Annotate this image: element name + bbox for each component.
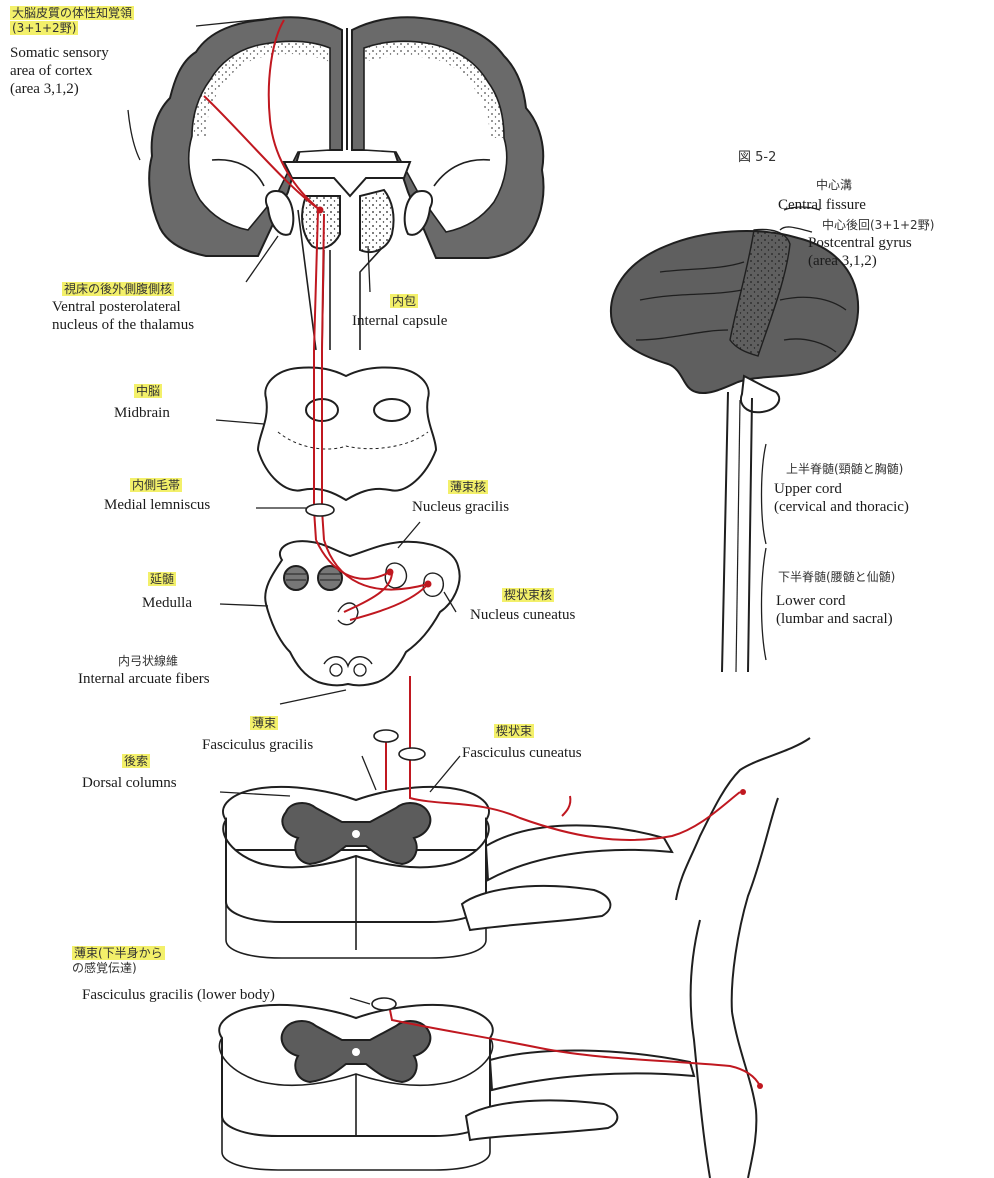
ngracilis-jp-label: 薄束核 — [448, 480, 488, 495]
vpl-jp-label: 視床の後外側腹側核 — [62, 282, 174, 297]
cerebrum-section — [149, 17, 543, 350]
spinal-section-upper — [223, 787, 672, 958]
medulla-jp-label: 延髄 — [148, 572, 176, 587]
midbrain-jp-text: 中脳 — [134, 384, 162, 398]
upper-jp-label: 上半脊髄(頸髄と胸髄) — [786, 462, 903, 477]
dorsal-jp-label: 後索 — [122, 754, 150, 769]
fissure-jp-label: 中心溝 — [816, 178, 852, 193]
vpl-en-line1: Ventral posterolateral — [52, 298, 194, 316]
lowercord-en-line1: Lower cord — [776, 592, 893, 610]
fgracilis-jp-label: 薄束 — [250, 716, 278, 731]
vpl-en-line2: nucleus of the thalamus — [52, 316, 194, 334]
spinal-section-lower — [219, 1005, 694, 1170]
upper-en-line1: Upper cord — [774, 480, 909, 498]
cortex-en-line2: area of cortex — [10, 62, 109, 80]
cortex-jp-label: 大脳皮質の体性知覚領 (3+1+2野) — [10, 6, 134, 36]
thalamus-right — [360, 190, 394, 252]
midbrain-en-label: Midbrain — [114, 404, 170, 422]
fcuneatus-jp-label: 楔状束 — [494, 724, 534, 739]
medulla-en-label: Medulla — [142, 594, 192, 612]
midbrain-section — [258, 367, 436, 500]
fgracilis-en-label: Fasciculus gracilis — [202, 736, 313, 754]
ngracilis-en-label: Nucleus gracilis — [412, 498, 509, 516]
dorsal-jp-text: 後索 — [122, 754, 150, 768]
upper-en-line2: (cervical and thoracic) — [774, 498, 909, 516]
cortex-en-line3: (area 3,1,2) — [10, 80, 109, 98]
thalamus-left — [302, 196, 340, 248]
midbrain-jp-label: 中脳 — [134, 384, 162, 399]
dorsal-en-label: Dorsal columns — [82, 774, 177, 792]
vpl-en-label: Ventral posterolateral nucleus of the th… — [52, 298, 194, 334]
lemniscus-jp-text: 内側毛帯 — [130, 478, 182, 492]
cortex-jp-line2: (3+1+2野) — [10, 21, 78, 35]
ncuneatus-jp-label: 楔状束核 — [502, 588, 554, 603]
medulla-section — [265, 541, 459, 685]
fcuneatus-jp-text: 楔状束 — [494, 724, 534, 738]
figure-number: 図 5-2 — [738, 150, 776, 165]
arcuate-en-label: Internal arcuate fibers — [78, 670, 210, 688]
medulla-jp-text: 延髄 — [148, 572, 176, 586]
fissure-en-label: Central fissure — [778, 196, 866, 214]
lowercord-en-line2: (lumbar and sacral) — [776, 610, 893, 628]
ncuneatus-jp-text: 楔状束核 — [502, 588, 554, 602]
gyrus-en-line1: Postcentral gyrus — [808, 234, 912, 252]
cortex-en-line1: Somatic sensory — [10, 44, 109, 62]
lower-jp-label: 薄束(下半身から の感覚伝達) — [72, 946, 165, 976]
gyrus-en-line2: (area 3,1,2) — [808, 252, 912, 270]
fcuneatus-en-label: Fasciculus cuneatus — [462, 744, 582, 762]
cortex-en-label: Somatic sensory area of cortex (area 3,1… — [10, 44, 109, 98]
upper-en-label: Upper cord (cervical and thoracic) — [774, 480, 909, 516]
lower-en-label: Fasciculus gracilis (lower body) — [82, 986, 275, 1004]
body-outline — [676, 738, 810, 1178]
capsule-jp-text: 内包 — [390, 294, 418, 308]
gyrus-jp-label: 中心後回(3+1+2野) — [822, 218, 934, 233]
capsule-jp-label: 内包 — [390, 294, 418, 309]
lemniscus-jp-label: 内側毛帯 — [130, 478, 182, 493]
gyrus-en-label: Postcentral gyrus (area 3,1,2) — [808, 234, 912, 270]
ncuneatus-en-label: Nucleus cuneatus — [470, 606, 575, 624]
cortex-jp-line1: 大脳皮質の体性知覚領 — [10, 6, 134, 20]
lemniscus-en-label: Medial lemniscus — [104, 496, 210, 514]
arcuate-jp-label: 内弓状線維 — [118, 654, 178, 669]
ventricle-frame — [284, 162, 410, 196]
lower-jp-line1: 薄束(下半身から — [72, 946, 165, 960]
lowercord-en-label: Lower cord (lumbar and sacral) — [776, 592, 893, 628]
lower-jp-line2: の感覚伝達) — [72, 961, 137, 975]
capsule-en-label: Internal capsule — [352, 312, 447, 330]
ngracilis-jp-text: 薄束核 — [448, 480, 488, 494]
vpl-jp-text: 視床の後外側腹側核 — [62, 282, 174, 296]
lowercord-jp-label: 下半脊髄(腰髄と仙髄) — [778, 570, 895, 585]
fgracilis-jp-text: 薄束 — [250, 716, 278, 730]
